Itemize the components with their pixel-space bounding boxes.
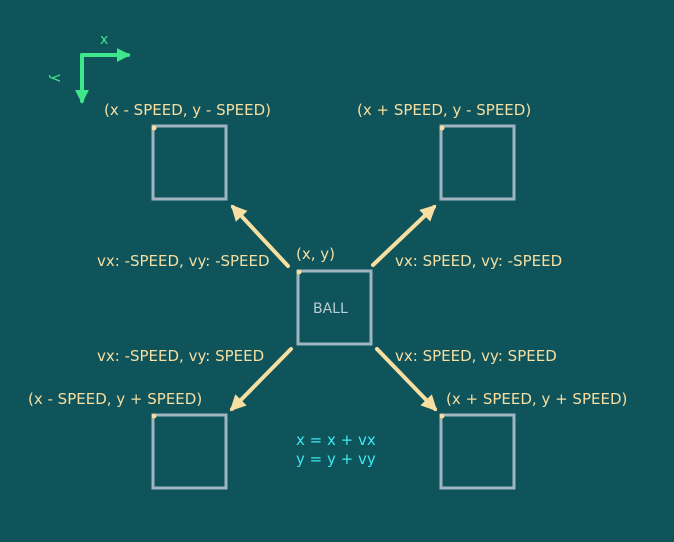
arrow-down-right (375, 347, 438, 412)
ball-box (296, 269, 373, 346)
arrow-up-right (371, 204, 437, 267)
ball-position-label: (x, y) (296, 245, 335, 263)
formula-line-x: x = x + vx (296, 431, 376, 449)
box-top-left (151, 124, 228, 201)
box-bottom-left (151, 413, 228, 490)
label-bottom-left: (x - SPEED, y + SPEED) (28, 390, 203, 408)
box-bottom-right (439, 413, 516, 490)
x-axis-label: x (100, 32, 109, 48)
origin-dot-top-left (151, 125, 157, 131)
arrow-up-left (230, 204, 290, 268)
origin-dot-bottom-left (151, 413, 157, 419)
update-formula: x = x + vx y = y + vy (296, 431, 376, 469)
velocity-down-left: vx: -SPEED, vy: SPEED (97, 347, 265, 365)
label-bottom-right: (x + SPEED, y + SPEED) (446, 390, 628, 408)
label-top-right: (x + SPEED, y - SPEED) (357, 101, 532, 119)
velocity-up-left: vx: -SPEED, vy: -SPEED (97, 252, 270, 270)
arrow-down-left (229, 347, 293, 412)
velocity-up-right: vx: SPEED, vy: -SPEED (395, 252, 563, 270)
origin-dot-top-right (439, 125, 445, 131)
box-top-right (439, 124, 516, 201)
velocity-down-right: vx: SPEED, vy: SPEED (395, 347, 557, 365)
axis-indicator (75, 48, 131, 104)
label-top-left: (x - SPEED, y - SPEED) (104, 101, 272, 119)
y-axis-label: y (48, 73, 65, 83)
ball-label: BALL (313, 301, 348, 317)
formula-line-y: y = y + vy (296, 450, 376, 468)
origin-dot-bottom-right (439, 413, 445, 419)
origin-dot-ball (296, 269, 302, 275)
